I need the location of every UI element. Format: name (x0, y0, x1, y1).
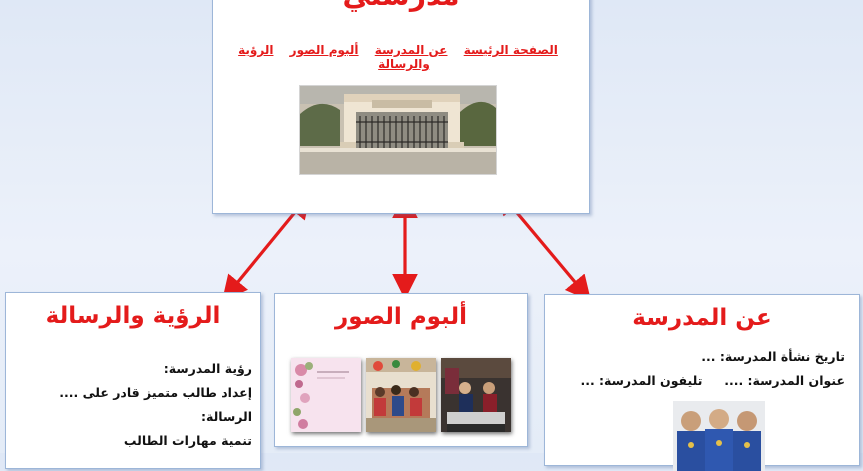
album-thumbnail-flowers[interactable] (291, 358, 361, 432)
vision-line: إعداد طالب متميز قادر على .... (59, 385, 252, 400)
students-photo (673, 401, 765, 471)
card-title-vision: الرؤية والرسالة (45, 303, 221, 329)
nav-link-vision[interactable]: الرؤية والرسالة (238, 43, 430, 71)
school-gate-photo (299, 85, 497, 175)
nav-link-about[interactable]: عن المدرسة (374, 43, 448, 57)
arrow-vision-to-home (221, 192, 312, 302)
card-vision-mission: الرؤية والرسالة رؤية المدرسة: إعداد طالب… (5, 292, 261, 469)
album-thumbnail-classroom[interactable] (366, 358, 436, 432)
vision-line: الرسالة: (200, 409, 252, 424)
vision-line: رؤية المدرسة: (163, 361, 252, 376)
card-title-album: ألبوم الصور (334, 304, 468, 330)
card-title-about: عن المدرسة (632, 305, 772, 331)
vision-text: رؤية المدرسة: إعداد طالب متميز قادر على … (12, 357, 252, 453)
card-about-school: عن المدرسة تاريخ نشأة المدرسة: ... عنوان… (544, 294, 860, 471)
nav-link-album[interactable]: ألبوم الصور (289, 43, 359, 57)
homepage-box: مدرستي الصفحة الرئيسة عن المدرسة ألبوم ا… (212, 0, 590, 214)
nav-link-home[interactable]: الصفحة الرئيسة (463, 43, 558, 57)
nav-bar: الصفحة الرئيسة عن المدرسة ألبوم الصور ال… (213, 43, 589, 71)
album-thumbnail-lab[interactable] (441, 358, 511, 432)
vision-line: تنمية مهارات الطالب (123, 433, 252, 448)
about-line: تاريخ نشأة المدرسة: ... (701, 349, 845, 364)
card-photo-album: ألبوم الصور (274, 293, 528, 447)
about-text: تاريخ نشأة المدرسة: ... عنوان المدرسة: .… (545, 345, 845, 393)
about-line: عنوان المدرسة: .... تليفون المدرسة: ... (580, 373, 845, 388)
page-title: مدرستي (213, 0, 589, 12)
